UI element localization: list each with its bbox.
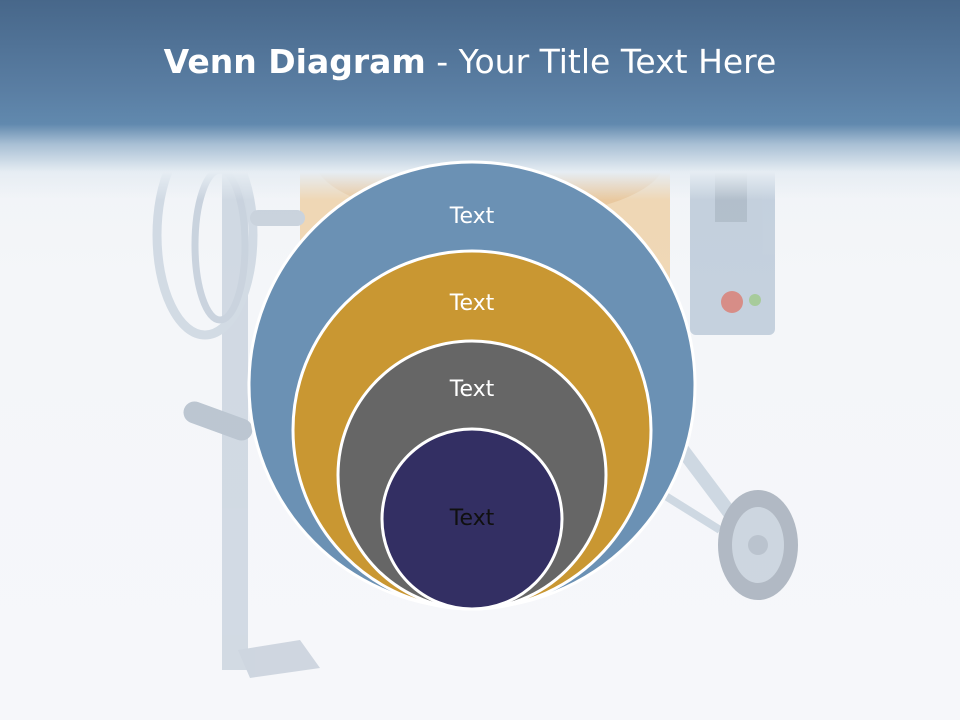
title-bold-part: Venn Diagram: [163, 42, 426, 81]
venn-ring-second-label: Text: [449, 291, 495, 316]
slide-title: Venn Diagram - Your Title Text Here: [0, 38, 940, 86]
venn-ring-third-label: Text: [449, 377, 495, 402]
venn-ring-inner-label: Text: [449, 506, 495, 531]
title-rest-part: - Your Title Text Here: [425, 42, 777, 81]
venn-ring-inner: [380, 427, 564, 611]
venn-ring-outer-label: Text: [449, 204, 495, 229]
